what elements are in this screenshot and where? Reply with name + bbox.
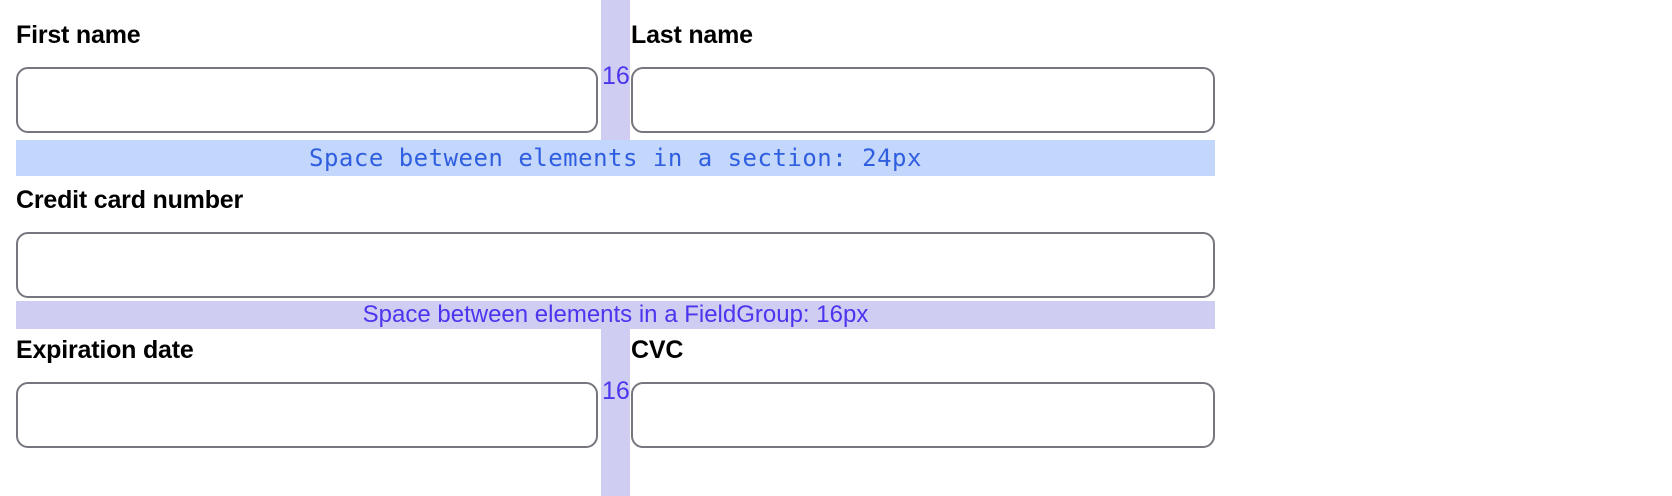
field-input-first-name[interactable] [16,67,598,133]
field-expiration-date: Expiration date [16,335,598,448]
field-cvc: CVC [631,335,1215,448]
field-input-cvc[interactable] [631,382,1215,448]
field-first-name: First name [16,20,598,133]
field-input-expiration-date[interactable] [16,382,598,448]
annotation-banner-fieldgroup-spacing: Space between elements in a FieldGroup: … [16,301,1215,329]
column-gap-strip-expiry-row [601,329,630,496]
field-last-name: Last name [631,20,1215,133]
annotation-banner-section-spacing-text: Space between elements in a section: 24p… [309,144,922,172]
column-gap-label-expiry-row: 16 [602,377,630,405]
annotation-banner-fieldgroup-spacing-text: Space between elements in a FieldGroup: … [362,301,869,328]
field-credit-card-number: Credit card number [16,185,1215,298]
field-label-credit-card-number: Credit card number [16,186,244,214]
annotation-banner-section-spacing: Space between elements in a section: 24p… [16,140,1215,176]
field-label-first-name: First name [16,21,141,49]
column-gap-strip-name-row [601,0,630,140]
field-label-expiration-date: Expiration date [16,336,194,364]
field-input-credit-card-number[interactable] [16,232,1215,298]
column-gap-label-name-row: 16 [602,62,630,90]
field-input-last-name[interactable] [631,67,1215,133]
field-label-last-name: Last name [631,21,753,49]
field-label-cvc: CVC [631,336,684,364]
